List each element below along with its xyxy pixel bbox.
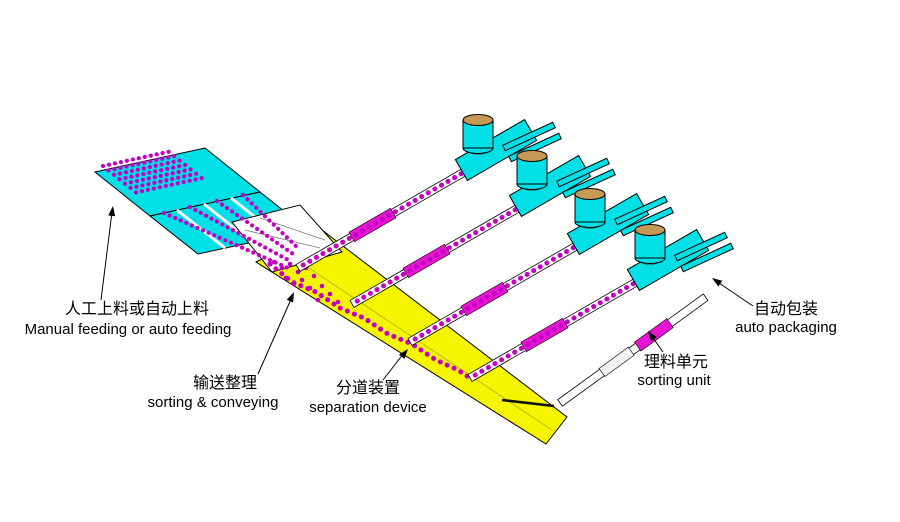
- arrow-separation: [382, 349, 408, 381]
- label-packaging-zh: 自动包装: [754, 300, 818, 318]
- branch-lane-1: [295, 156, 487, 273]
- sorting-unit-lane: [557, 293, 709, 407]
- feed-dot-chains: [161, 192, 303, 271]
- label-sorting-unit-zh: 理料单元: [644, 353, 708, 371]
- arrow-conveying: [257, 292, 294, 375]
- arrow-sorting-unit: [648, 331, 664, 353]
- conveyor-dot-chain: [267, 259, 473, 381]
- branch-dot-chain: [472, 271, 653, 378]
- feed-dot-grid: [100, 148, 209, 195]
- branch-dot-chain: [412, 235, 593, 342]
- label-packaging-en: auto packaging: [735, 319, 837, 336]
- branch-lane-3: [407, 230, 599, 347]
- conveyor-deflector: [501, 398, 555, 408]
- arrow-packaging: [712, 278, 754, 307]
- label-conveying-zh: 输送整理: [193, 374, 257, 392]
- branch-lane-4: [467, 266, 659, 383]
- sorting-unit-rail: [557, 293, 709, 407]
- sorting-unit-magenta-bar: [634, 318, 674, 352]
- branch-lane-2: [349, 192, 541, 309]
- label-sorting-unit-en: sorting unit: [637, 372, 711, 389]
- branch-dot-chain: [300, 161, 481, 268]
- annotations: 人工上料或自动上料 Manual feeding or auto feeding…: [25, 206, 837, 416]
- arrow-feeding: [100, 206, 116, 301]
- branch-dot-chain: [354, 197, 535, 304]
- label-conveying-en: sorting & conveying: [148, 394, 279, 411]
- sorting-unit-white-segment: [598, 346, 635, 377]
- label-separation-en: separation device: [309, 399, 427, 416]
- label-feeding-en: Manual feeding or auto feeding: [25, 321, 232, 338]
- label-separation-zh: 分道装置: [336, 379, 400, 397]
- label-feeding-zh: 人工上料或自动上料: [65, 300, 209, 318]
